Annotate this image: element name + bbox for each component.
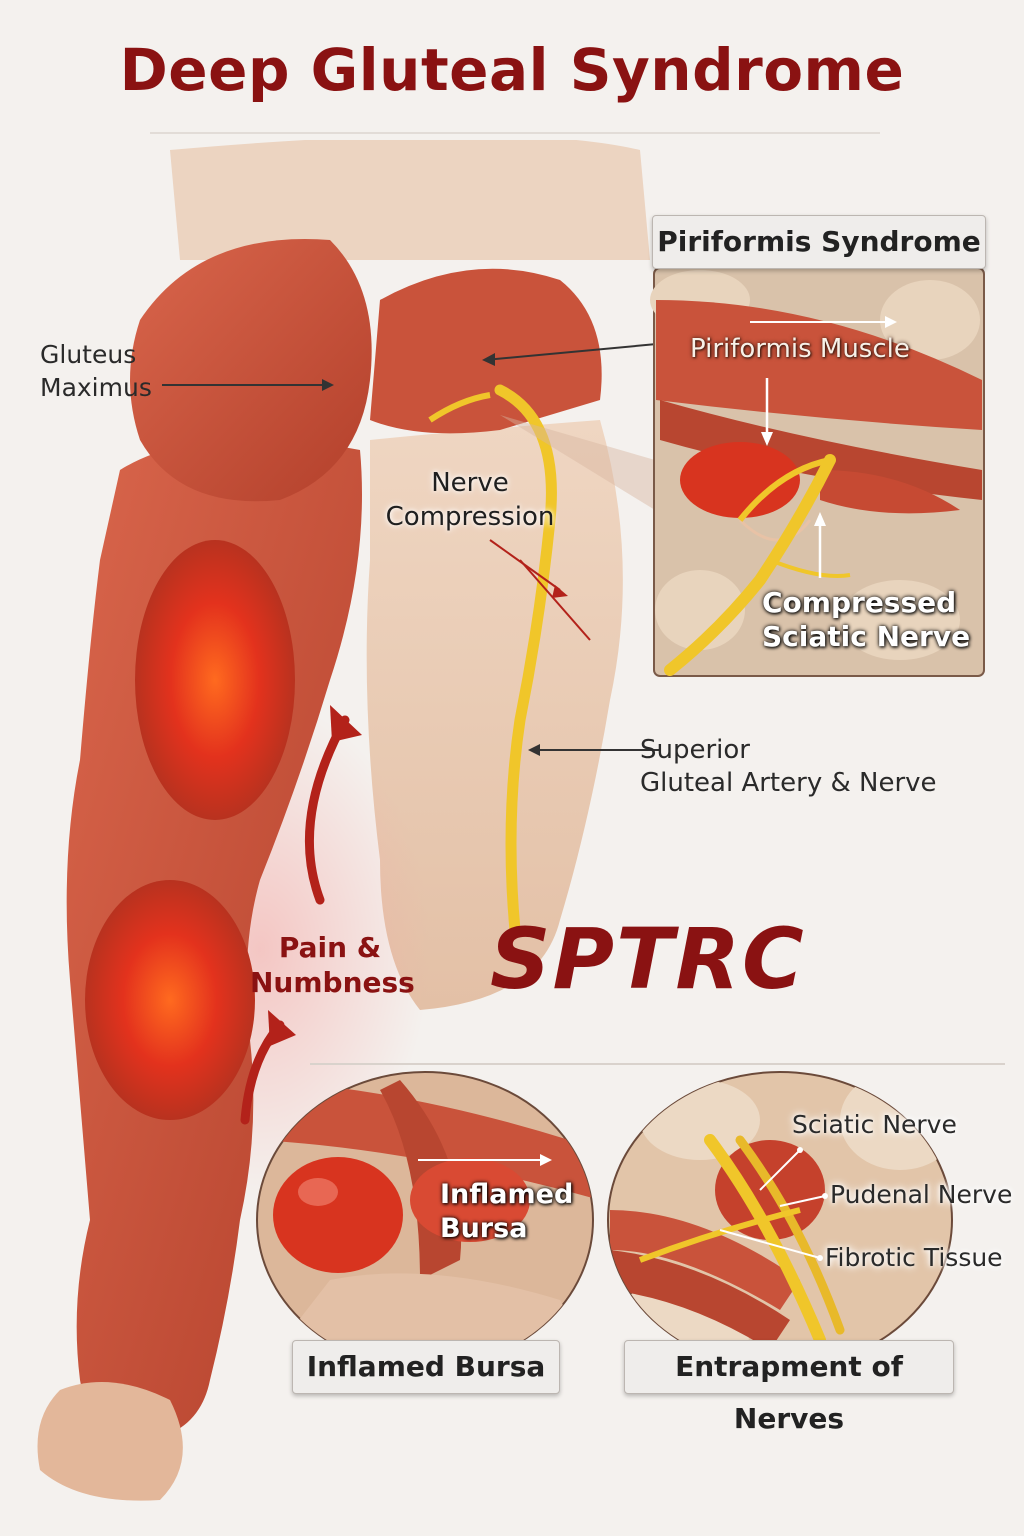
watermark-logo: SPTRC (490, 910, 806, 1008)
gluteus-maximus-label: Gluteus Maximus (40, 338, 152, 404)
right-leg (366, 420, 623, 1010)
compressed-sciatic-nerve (664, 454, 836, 676)
pain-arrow-upper (304, 715, 350, 905)
inflamed-bursa-sac (273, 1157, 403, 1273)
nerve-branch (428, 392, 491, 423)
entrapped-sciatic (704, 1134, 826, 1346)
gluteus-label-line1: Gluteus (40, 340, 137, 369)
pudenal-nerve-label: Pudenal Nerve (830, 1180, 1013, 1209)
page-title: Deep Gluteal Syndrome (119, 36, 905, 104)
superior-leader-head (528, 744, 540, 756)
bursa-line2: Bursa (440, 1213, 528, 1244)
gluteus-maximus-left (130, 239, 372, 502)
superior-line2: Gluteal Artery & Nerve (640, 768, 937, 798)
compressed-line2: Sciatic Nerve (762, 620, 971, 653)
lower-back (170, 140, 650, 260)
pain-arrowhead-upper (330, 705, 362, 742)
fibrotic-leader (719, 1229, 821, 1259)
inflamed-bursa-label: Inflamed Bursa (440, 1178, 573, 1246)
piriformis-leader-head (482, 353, 495, 366)
pain-line1: Pain & (278, 931, 382, 964)
heel (37, 1382, 183, 1501)
vessel-arrow (519, 559, 591, 641)
nerve-compression-line2: Compression (385, 502, 555, 532)
inflamed-tissue (680, 442, 800, 518)
sciatic-nerve-label: Sciatic Nerve (792, 1110, 957, 1139)
bursa-panel-title: Inflamed Bursa (292, 1340, 560, 1394)
superior-line1: Superior (640, 735, 750, 765)
gluteus-label-line2: Maximus (40, 373, 152, 402)
piriformis-muscle-label: Piriformis Muscle (690, 334, 910, 364)
pudendal-leader (779, 1195, 826, 1207)
calf-hotspot (85, 880, 255, 1120)
inset-connector (500, 415, 655, 510)
pain-line2: Numbness (250, 966, 415, 999)
compressed-nerve-label: Compressed Sciatic Nerve (762, 586, 970, 654)
nerve-compression-label: Nerve Compression (385, 466, 555, 534)
entrapment-panel-title: Entrapment of Nerves (624, 1340, 954, 1435)
anatomy-illustration (37, 140, 1005, 1501)
pain-numbness-label: Pain & Numbness (250, 930, 415, 1000)
bursa-line1: Inflamed (440, 1179, 574, 1210)
fibrotic-tissue-label: Fibrotic Tissue (825, 1243, 1003, 1272)
title-divider (150, 132, 880, 134)
sciatic-nerve (494, 384, 557, 936)
hamstring-hotspot (135, 540, 295, 820)
nerve-compression-line1: Nerve (431, 468, 509, 498)
pain-arrowhead-lower (268, 1010, 296, 1046)
sciatic-leader (759, 1149, 801, 1191)
gluteus-maximus-right (370, 268, 602, 434)
compressed-line1: Compressed (762, 586, 957, 619)
superior-gluteal-label: Superior Gluteal Artery & Nerve (640, 734, 937, 800)
piriformis-panel-title: Piriformis Syndrome (652, 215, 986, 269)
gluteus-leader-head (322, 379, 334, 391)
vessel-arrowhead (552, 585, 568, 598)
piriformis-muscle (656, 300, 982, 430)
